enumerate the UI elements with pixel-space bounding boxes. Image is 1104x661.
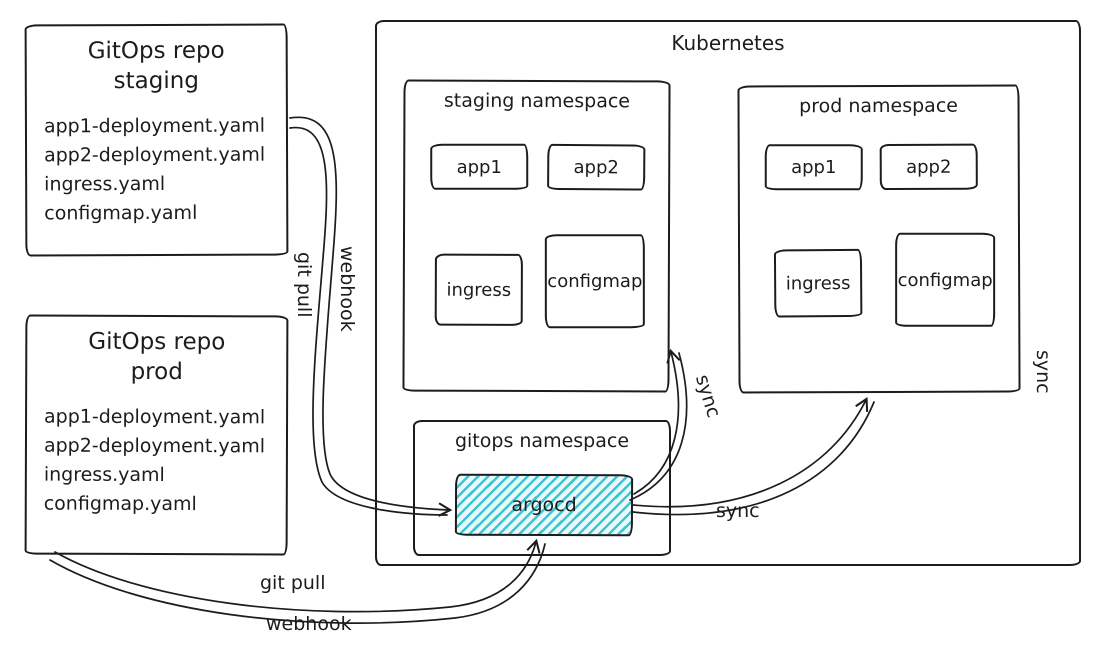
file-item: app2-deployment.yaml — [44, 143, 266, 167]
file-item: app1-deployment.yaml — [43, 114, 266, 138]
file-item: ingress.yaml — [43, 463, 165, 487]
repo-prod-title: GitOps repo prod — [27, 317, 286, 388]
label-git-pull-staging: git pull — [293, 252, 315, 318]
staging-namespace-title: staging namespace — [443, 89, 631, 113]
prod-ingress-node: ingress — [773, 248, 863, 318]
label-webhook-staging: webhook — [336, 246, 358, 332]
gitops-repo-staging-box: GitOps repo staging app1-deployment.yaml… — [24, 23, 289, 257]
staging-namespace-box: staging namespace app1 app2 ingress conf… — [402, 79, 671, 393]
staging-app1-node: app1 — [430, 143, 529, 190]
file-item: configmap.yaml — [44, 201, 198, 225]
argocd-node: argocd — [454, 473, 634, 537]
repo-prod-title-line1: GitOps repo — [88, 328, 226, 356]
repo-prod-file-list: app1-deployment.yaml app2-deployment.yam… — [27, 403, 286, 520]
repo-staging-file-list: app1-deployment.yaml app2-deployment.yam… — [27, 112, 286, 229]
kubernetes-title: Kubernetes — [671, 31, 785, 55]
repo-prod-title-line2: prod — [130, 358, 183, 386]
prod-app1-node: app1 — [764, 144, 863, 191]
file-item: app2-deployment.yaml — [43, 434, 266, 458]
label-sync-prod: sync — [716, 500, 760, 522]
prod-namespace-title: prod namespace — [799, 94, 958, 118]
gitops-namespace-title: gitops namespace — [454, 430, 630, 452]
label-sync-right: sync — [1032, 350, 1054, 394]
prod-app2-node: app2 — [879, 143, 978, 190]
repo-staging-title-line2: staging — [113, 67, 199, 95]
prod-namespace-box: prod namespace app1 app2 ingress configm… — [737, 84, 1021, 394]
label-git-pull-prod: git pull — [260, 572, 326, 594]
gitops-namespace-box: gitops namespace argocd — [413, 420, 671, 556]
repo-staging-title: GitOps repo staging — [27, 26, 286, 97]
file-item: app1-deployment.yaml — [44, 405, 266, 429]
staging-ingress-node: ingress — [434, 253, 523, 326]
label-webhook-prod: webhook — [266, 613, 352, 635]
staging-configmap-node: configmap — [544, 234, 645, 329]
prod-configmap-node: configmap — [895, 232, 996, 327]
staging-app2-node: app2 — [547, 143, 646, 191]
repo-staging-title-line1: GitOps repo — [87, 37, 225, 65]
gitops-repo-prod-box: GitOps repo prod app1-deployment.yaml ap… — [24, 314, 289, 556]
file-item: configmap.yaml — [43, 492, 197, 516]
file-item: ingress.yaml — [44, 172, 166, 196]
